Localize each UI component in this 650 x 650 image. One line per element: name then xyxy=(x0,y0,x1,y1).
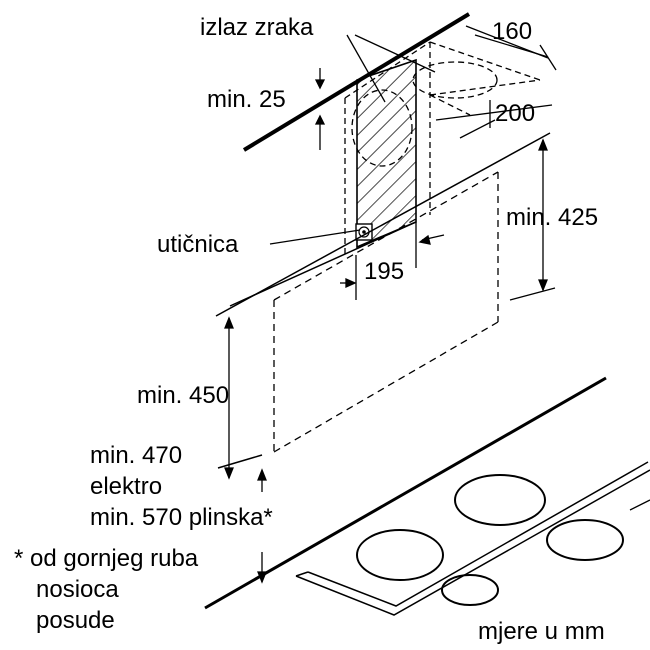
air-outlet-circles xyxy=(351,61,498,167)
cooktop-burners xyxy=(356,474,624,606)
label-socket: utičnica xyxy=(157,231,239,258)
chimney-hatch xyxy=(357,60,416,247)
socket-leader xyxy=(269,229,361,245)
dimension-min-450 xyxy=(224,316,234,480)
label-min-450: min. 450 xyxy=(137,382,230,409)
label-min-470: min. 470 xyxy=(90,442,183,469)
dimension-160 xyxy=(465,25,557,71)
dimension-min-25 xyxy=(314,68,326,150)
label-units: mjere u mm xyxy=(478,618,605,645)
label-air-outlet: izlaz zraka xyxy=(200,14,314,41)
footnote-line-1: * od gornjeg ruba xyxy=(14,545,199,572)
dimension-200 xyxy=(435,100,553,139)
footnote-line-3: posude xyxy=(36,607,115,634)
label-min-570-gas: min. 570 plinska* xyxy=(90,504,273,531)
label-dim-195: 195 xyxy=(364,258,405,285)
label-elektro: elektro xyxy=(90,473,163,500)
hood-dashed-body xyxy=(273,171,499,453)
label-min-425: min. 425 xyxy=(506,204,599,231)
footnote-arrow xyxy=(257,552,267,584)
cooktop xyxy=(204,376,650,616)
chimney-dashed-outline xyxy=(344,41,541,255)
label-dim-200: 200 xyxy=(495,100,536,127)
footnote-line-2: nosioca xyxy=(36,576,119,603)
socket-icon xyxy=(355,223,373,241)
label-min-25: min. 25 xyxy=(207,86,286,113)
cooktop-edge-line xyxy=(629,499,650,511)
hood-top-outline xyxy=(215,132,551,317)
label-dim-160: 160 xyxy=(492,18,533,45)
hood-bottom-line xyxy=(217,454,263,469)
dimension-min-470-arrow xyxy=(257,468,267,492)
air-outlet-leaders xyxy=(346,34,436,103)
dimension-min-425 xyxy=(509,138,556,301)
dimension-195 xyxy=(340,222,445,300)
